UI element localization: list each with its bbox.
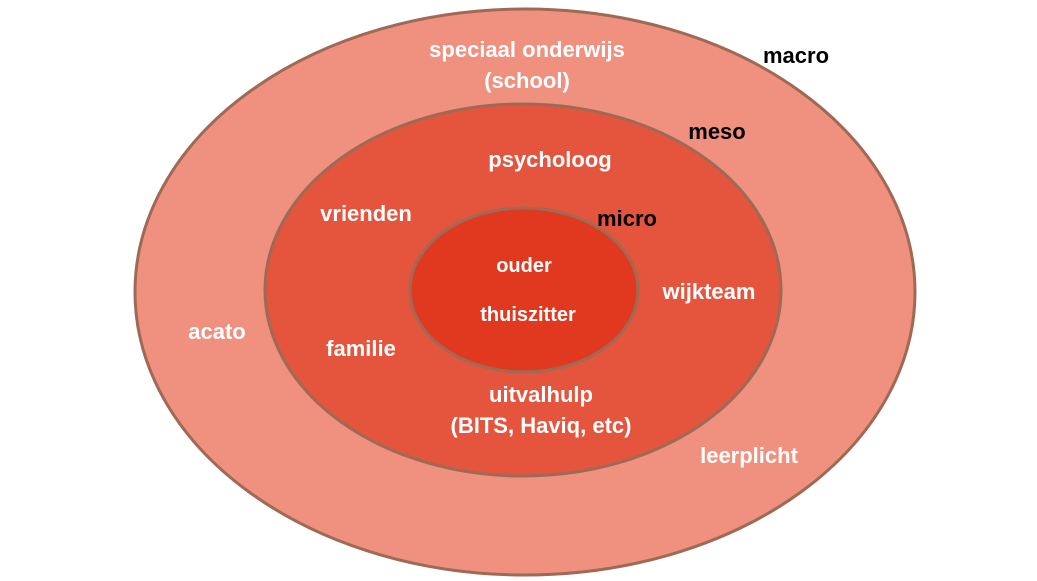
label-vrienden: vrienden bbox=[320, 201, 412, 226]
label-acato: acato bbox=[188, 319, 246, 344]
label-leerplicht: leerplicht bbox=[700, 443, 798, 468]
meso-level-label: meso bbox=[688, 119, 746, 144]
macro-level-label: macro bbox=[762, 43, 830, 68]
label-school: (school) bbox=[484, 68, 570, 93]
label-thuiszitter: thuiszitter bbox=[480, 304, 576, 326]
label-familie: familie bbox=[326, 336, 396, 361]
label-speciaal-onderwijs: speciaal onderwijs bbox=[429, 37, 625, 62]
micro-level-label: micro bbox=[597, 206, 657, 231]
label-wijkteam: wijkteam bbox=[662, 279, 756, 304]
micro-ellipse bbox=[408, 206, 640, 374]
label-uitvalhulp: uitvalhulp bbox=[489, 382, 593, 407]
label-uitvalhulp-detail: (BITS, Haviq, etc) bbox=[450, 413, 632, 438]
label-ouder: ouder bbox=[496, 255, 552, 277]
label-psycholoog: psycholoog bbox=[488, 147, 612, 172]
